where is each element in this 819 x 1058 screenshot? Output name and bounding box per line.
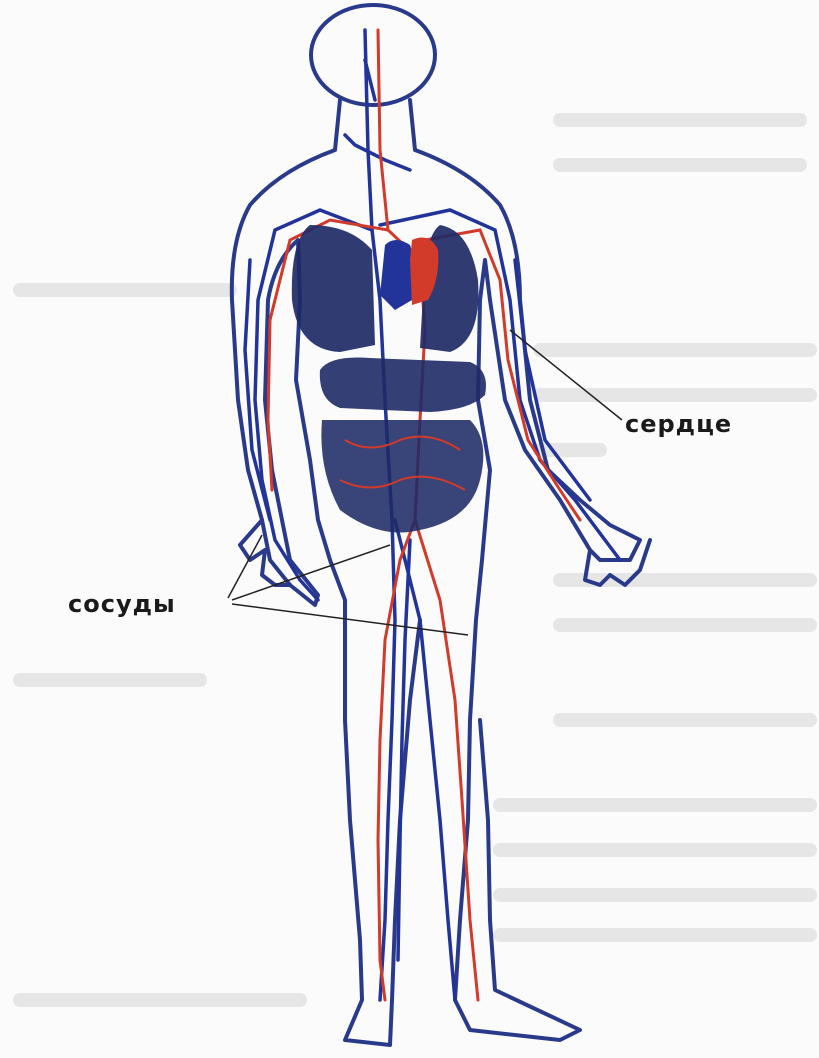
vessels-leader-line-1 bbox=[228, 535, 262, 598]
vessels-label: сосуды bbox=[68, 590, 176, 618]
intestines bbox=[321, 420, 483, 533]
vessels-leader-line-3 bbox=[232, 604, 468, 635]
liver bbox=[320, 358, 486, 413]
heart-label: сердце bbox=[625, 410, 732, 438]
left-lung bbox=[292, 225, 375, 352]
abdominal-organs bbox=[320, 358, 486, 533]
